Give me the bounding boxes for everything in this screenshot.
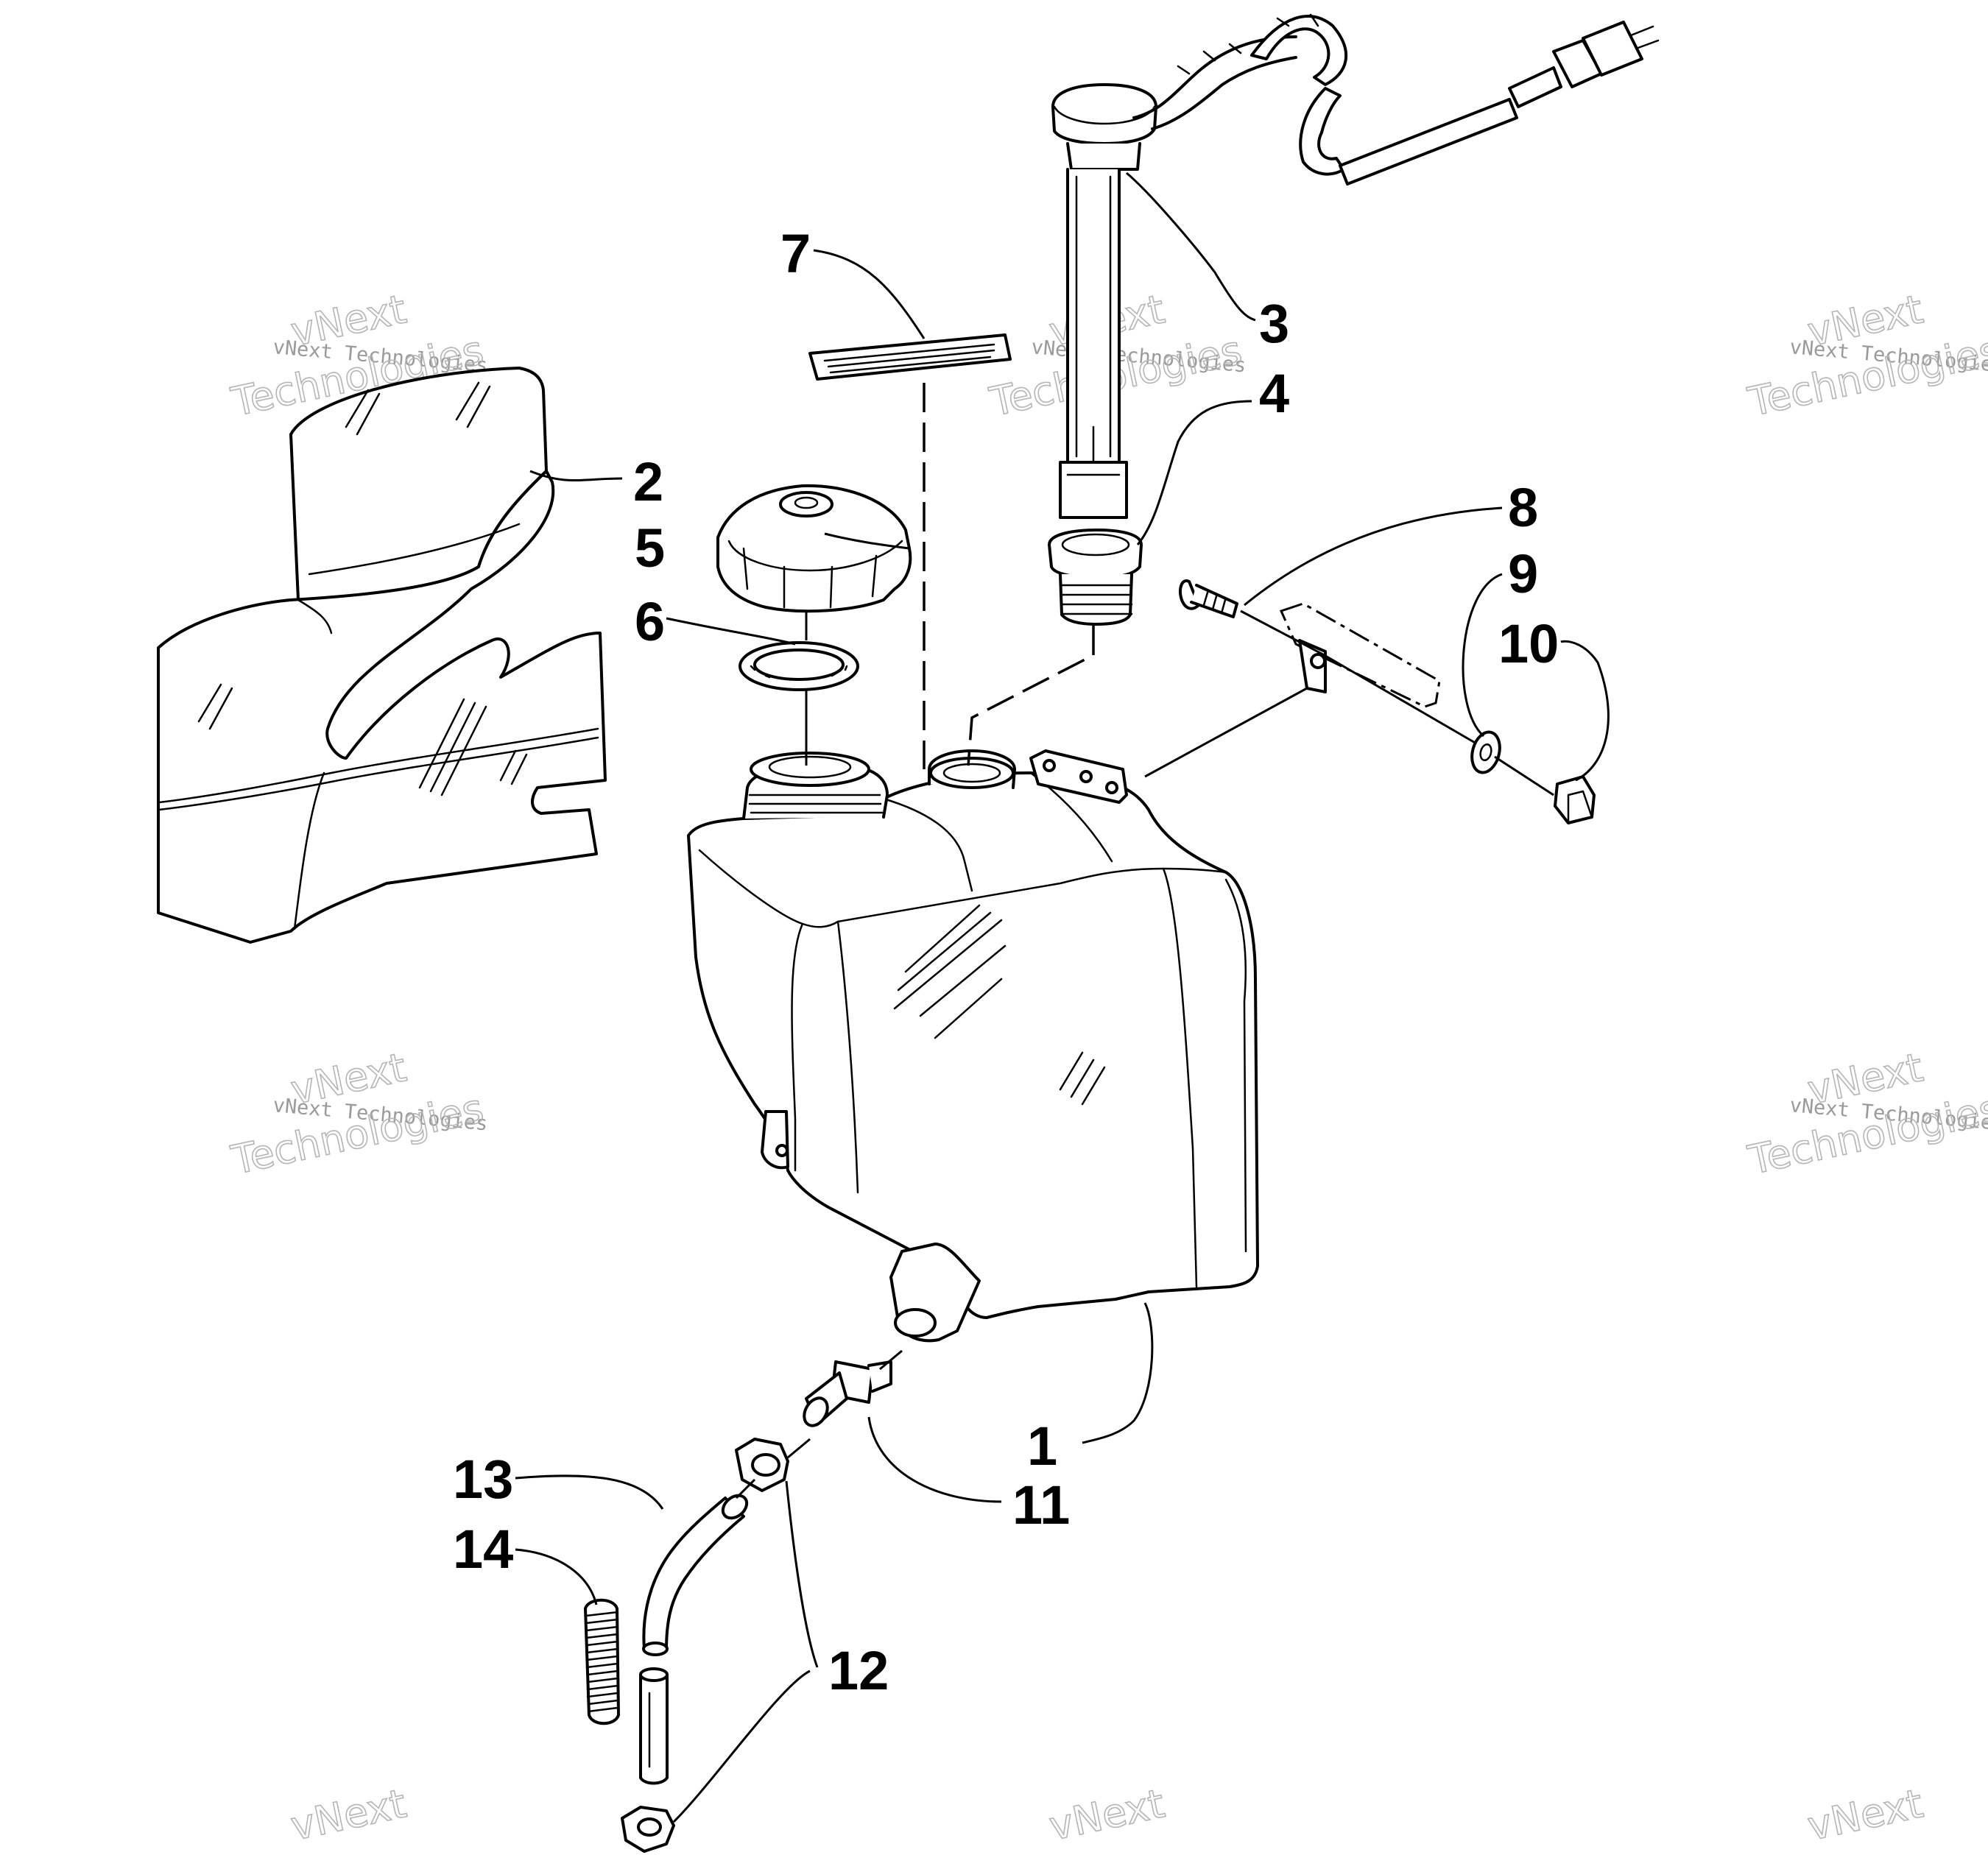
- callout-3: 3: [1259, 293, 1289, 354]
- part-12-clamp-lower: [621, 1806, 675, 1853]
- watermark-vnext: vNext: [287, 1780, 410, 1849]
- part-8-bolt: [1179, 579, 1238, 618]
- callout-5: 5: [635, 517, 665, 579]
- callout-11: 11: [1012, 1474, 1070, 1536]
- part-13-hose: [639, 1494, 749, 1785]
- watermark-block: vNext: [286, 1779, 411, 1850]
- watermark-block: vNext: [1045, 1779, 1169, 1850]
- watermark-vnext: vNext: [1804, 1780, 1927, 1849]
- leader-lines: [515, 172, 1610, 1823]
- part-2-shield-pad: [157, 367, 607, 944]
- callout-9: 9: [1508, 543, 1538, 604]
- part-12-clamp-upper: [735, 1438, 789, 1492]
- callout-14: 14: [453, 1519, 513, 1580]
- part-7-decal: [808, 333, 1012, 381]
- part-14-spring: [584, 1598, 620, 1725]
- callout-1: 1: [1027, 1416, 1057, 1477]
- bracket-phantom: [1279, 602, 1441, 708]
- callout-10: 10: [1498, 613, 1559, 674]
- callout-12: 12: [828, 1640, 889, 1701]
- watermark-block: vNext: [1803, 1779, 1928, 1850]
- callout-7: 7: [780, 223, 811, 284]
- callout-labels: 1 2 3 4 5 6 7 8 9 10 11 12 13 14: [453, 223, 1559, 1701]
- part-3-level-sender: [1051, 13, 1660, 519]
- watermark-vnext: vNext: [1046, 1780, 1169, 1849]
- callout-6: 6: [635, 591, 665, 652]
- part-4-grommet: [1048, 529, 1143, 626]
- part-10-nut: [1554, 775, 1596, 824]
- part-1-oil-tank: [687, 749, 1259, 1343]
- callout-2: 2: [633, 451, 663, 512]
- callout-13: 13: [453, 1449, 513, 1510]
- part-5-filler-cap: [716, 484, 912, 613]
- assembly-lines: [735, 383, 1554, 1499]
- watermark-block: vNext vNext Technologies Technologies: [1744, 1043, 1988, 1184]
- watermark-block: vNext vNext Technologies Technologies: [1744, 285, 1988, 425]
- part-11-fitting: [803, 1360, 892, 1427]
- part-9-washer: [1470, 730, 1501, 774]
- part-6-gasket: [739, 641, 859, 691]
- callout-4: 4: [1259, 363, 1289, 424]
- watermark-block: vNext vNext Technologies Technologies: [227, 1043, 489, 1184]
- callout-8: 8: [1508, 477, 1538, 538]
